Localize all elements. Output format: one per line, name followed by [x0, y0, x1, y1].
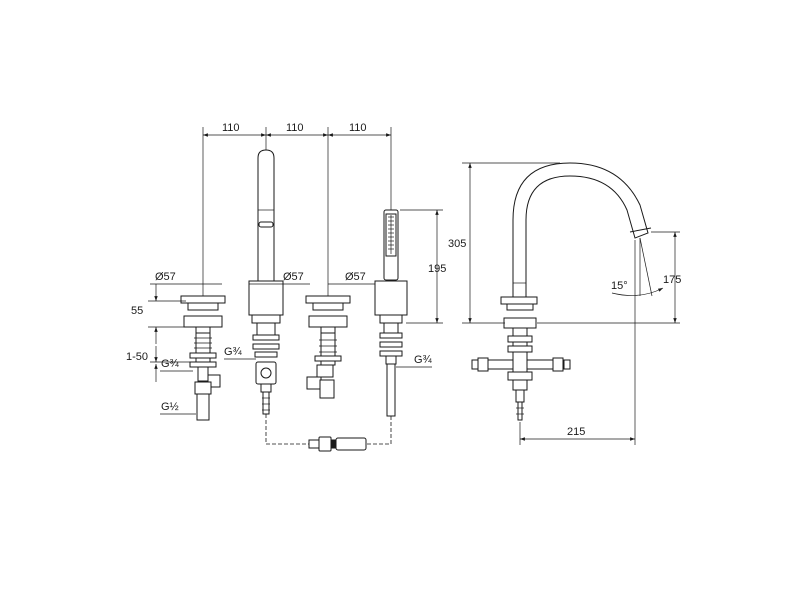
spacing-label-3: 110	[349, 122, 367, 134]
diameter-label-left-handle: Ø57	[155, 271, 176, 283]
thread-label-left-g34: G¾	[161, 358, 180, 370]
diameter-label-spout-base: Ø57	[283, 271, 304, 283]
shower-nozzle-pattern	[388, 215, 394, 254]
top-spacing-dimension: 110 110 110	[202, 122, 392, 300]
shower-height-label: 195	[428, 263, 446, 275]
thread-label-shower-g34: G¾	[414, 354, 433, 366]
spout-angle-label: 15°	[611, 280, 628, 292]
height-label-55: 55	[131, 305, 143, 317]
spout-height-label: 305	[448, 238, 466, 250]
spacing-label-2: 110	[286, 122, 304, 134]
spout-assembly: Ø57 G¾	[224, 149, 310, 445]
spout-side-view: 305 175 15° 215	[448, 162, 681, 445]
range-label-1-50: 1-50	[126, 351, 148, 363]
hose-coupling	[308, 436, 367, 452]
spacing-label-1: 110	[222, 122, 240, 134]
right-handle-valve: Ø57	[305, 271, 377, 399]
spout-reach-label: 215	[567, 426, 585, 438]
left-handle-valve: Ø57 55 1-50 G¾ G½	[126, 271, 226, 421]
spout-outlet-height-label: 175	[663, 274, 681, 286]
hand-shower: 195 G¾	[366, 209, 446, 445]
thread-label-spout-g34: G¾	[224, 346, 243, 358]
thread-label-left-g12: G½	[161, 401, 179, 413]
diameter-label-right-handle: Ø57	[345, 271, 366, 283]
